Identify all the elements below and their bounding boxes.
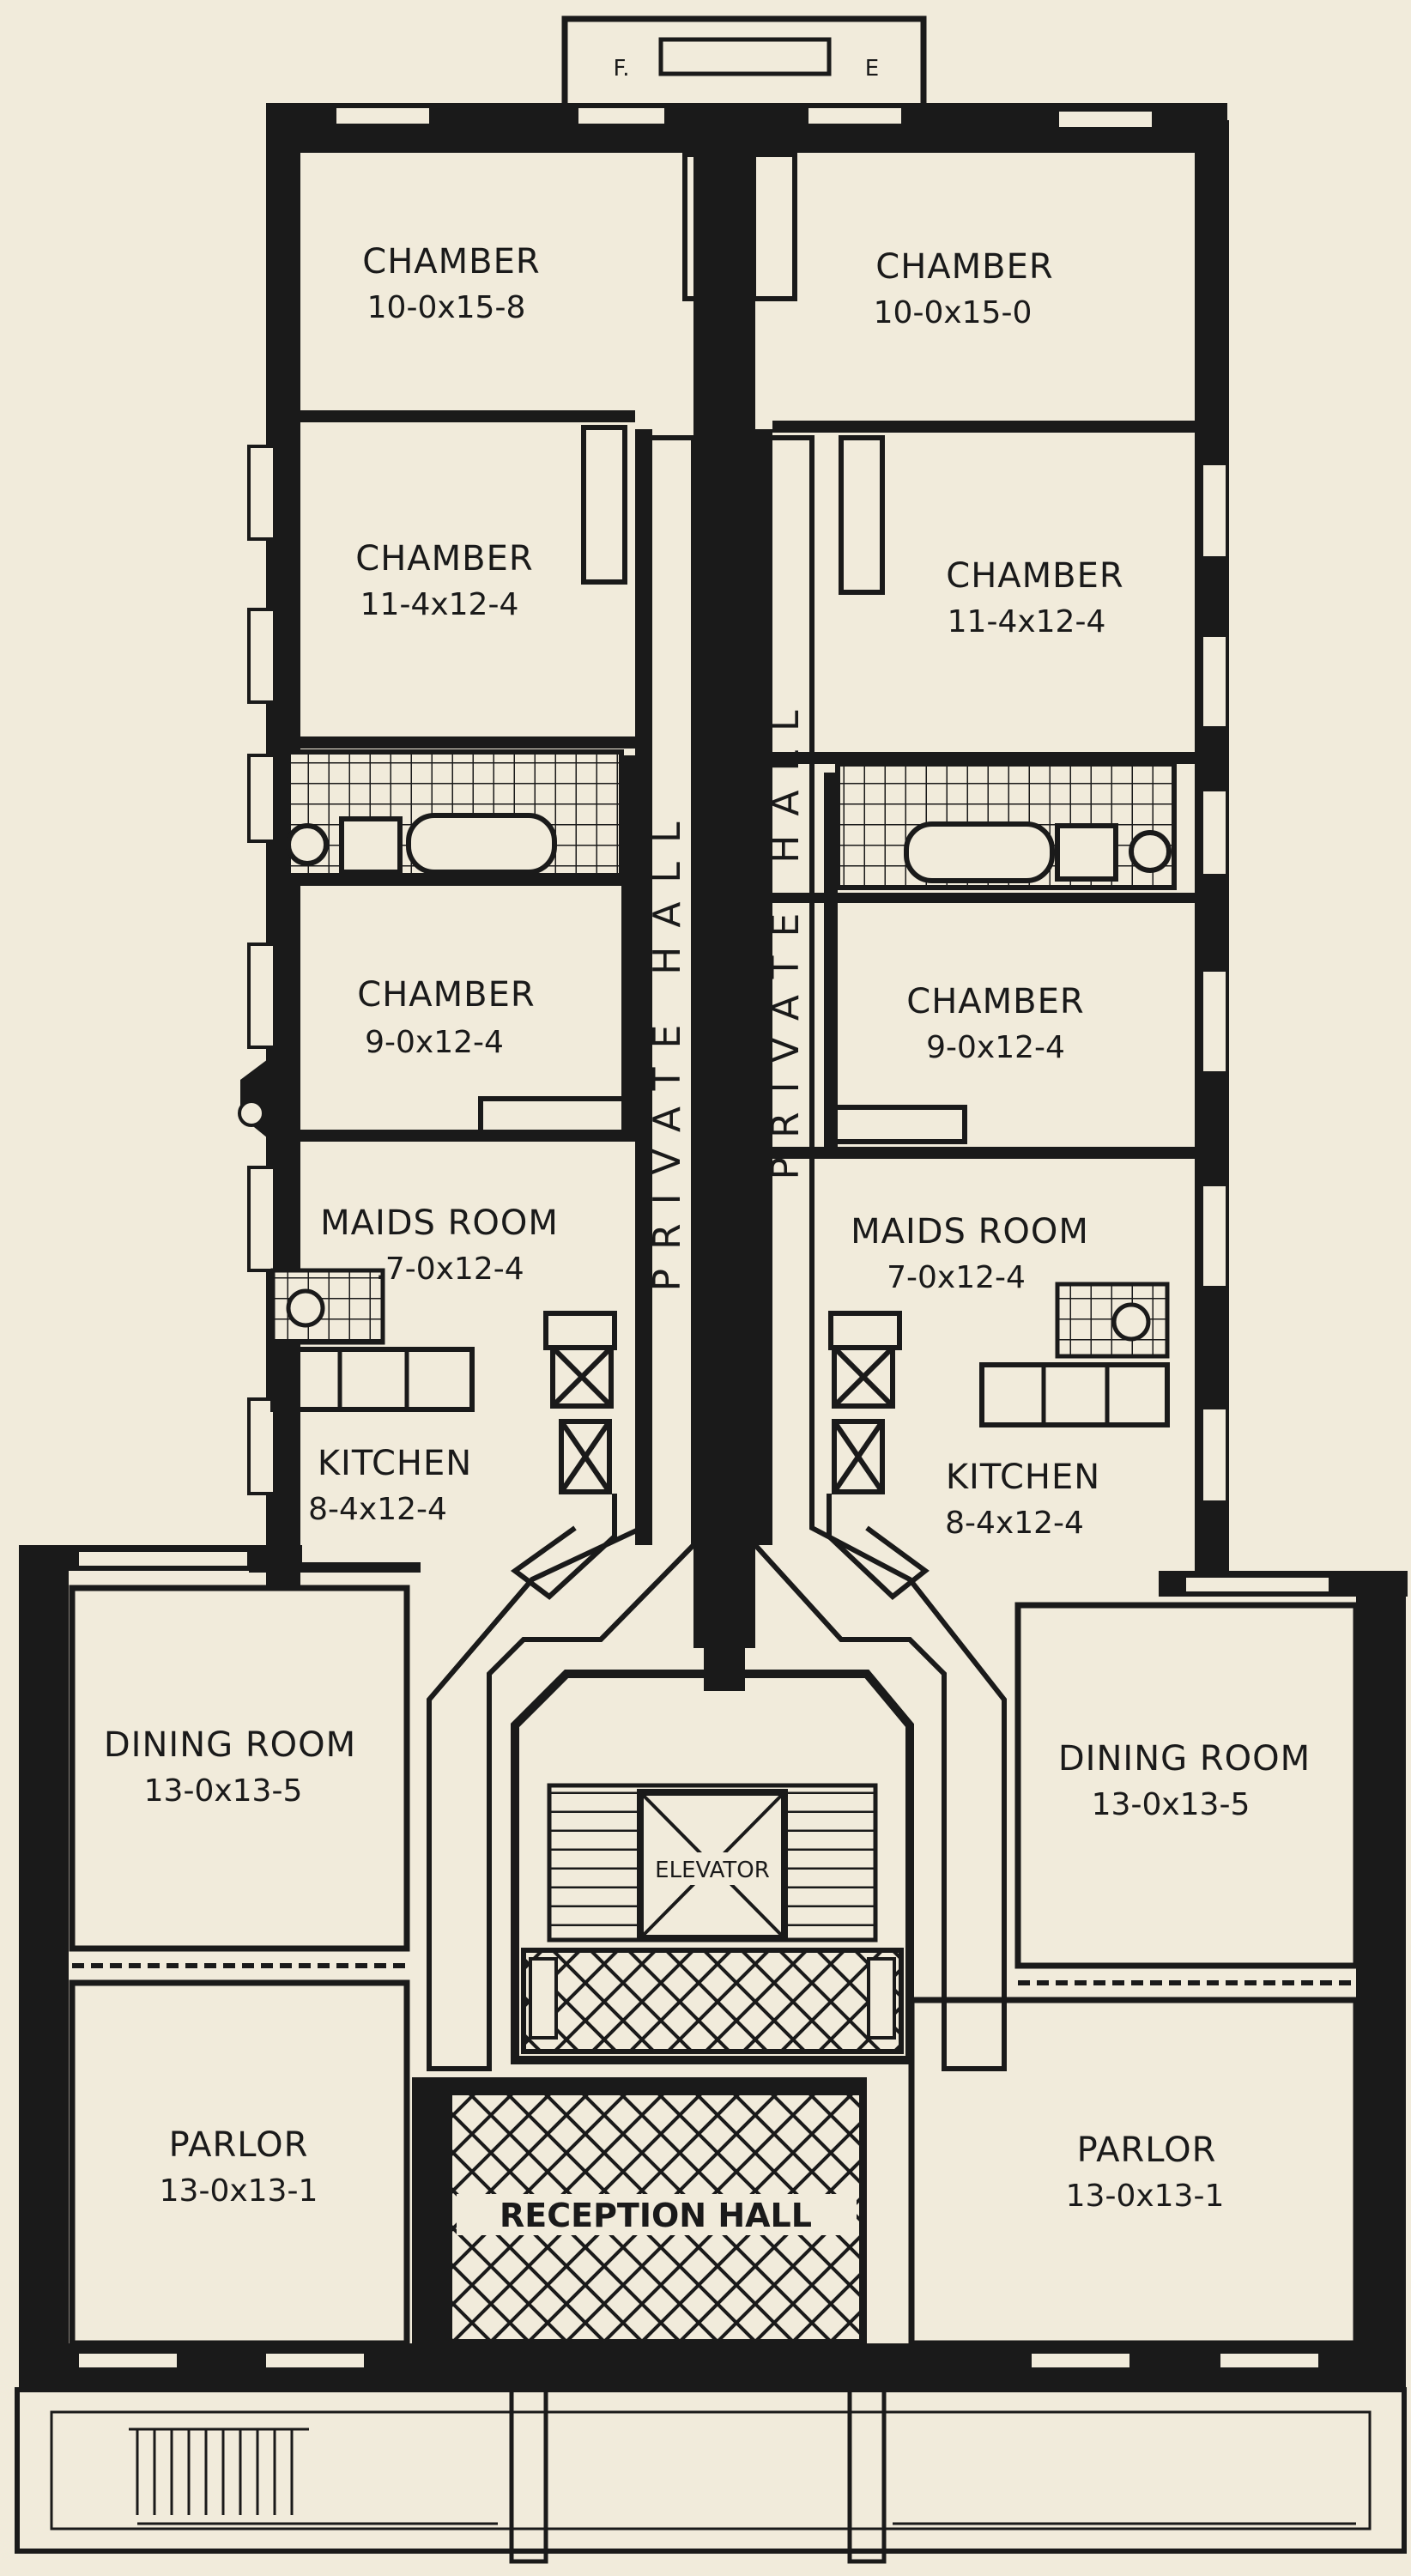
hall-labels: PRIVATE HALL PRIVATE HALL [645,692,808,1292]
room-dims-chamber-3-right: 9-0x12-4 [926,1030,1065,1065]
reception-hall: RECEPTION HALL [412,2077,867,2352]
room-dims-parlor-left: 13-0x13-1 [160,2173,318,2209]
room-dims-maids-right: 7-0x12-4 [887,1260,1026,1295]
room-name-parlor-left: PARLOR [169,2125,309,2165]
room-name-chamber-3-right: CHAMBER [906,982,1084,1021]
kitchen-ranges [510,1311,930,1600]
room-name-dining-right: DINING ROOM [1058,1739,1311,1779]
front-windows [76,1549,1332,2371]
elevator-shaft: ELEVATOR [637,1789,788,1942]
room-dims-kitchen-right: 8-4x12-4 [945,1506,1084,1541]
room-dims-chamber-2-left: 11-4x12-4 [360,587,519,622]
room-name-chamber-2-right: CHAMBER [946,556,1123,596]
room-name-kitchen-right: KITCHEN [946,1458,1100,1497]
room-name-parlor-right: PARLOR [1077,2131,1217,2170]
reception-label: RECEPTION HALL [500,2197,812,2234]
room-name-maids-right: MAIDS ROOM [851,1212,1089,1252]
private-hall-right [753,429,1007,2071]
front-porch [15,2387,1407,2564]
room-dims-dining-right: 13-0x13-5 [1092,1787,1251,1822]
maids-bath-left [270,1268,475,1412]
lower-rooms [69,1585,1360,2347]
room-dims-chamber-top-left: 10-0x15-8 [367,290,526,325]
room-dims-chamber-2-right: 11-4x12-4 [948,604,1106,639]
closets [478,152,967,1144]
maids-bath-right [979,1282,1170,1427]
room-name-chamber-top-left: CHAMBER [362,242,540,282]
room-name-dining-left: DINING ROOM [104,1725,356,1765]
room-labels: CHAMBER 10-0x15-8 CHAMBER 10-0x15-0 CHAM… [104,242,1311,2214]
private-hall-left [427,429,696,2071]
room-dims-chamber-3-left: 9-0x12-4 [365,1025,504,1060]
bathroom-left [286,749,624,878]
toilet-icon [1129,830,1172,873]
right-partitions [772,421,1195,1159]
fireplace-label-left: F. [613,56,629,82]
fireplace-label-right: E [865,56,879,82]
room-name-chamber-2-left: CHAMBER [355,539,533,579]
bathroom-right [835,761,1177,890]
room-name-maids-left: MAIDS ROOM [320,1203,559,1243]
toilet-icon [286,823,329,866]
room-name-chamber-3-left: CHAMBER [357,975,535,1015]
core: ELEVATOR [511,1670,914,2064]
room-dims-maids-left: .7-0x12-4 [375,1252,524,1287]
room-dims-chamber-top-right: 10-0x15-0 [874,295,1033,330]
lower-block-walls [19,1545,1408,2390]
central-spine [693,137,755,1691]
room-name-kitchen-left: KITCHEN [318,1444,472,1483]
chimney [238,1059,297,1138]
room-dims-kitchen-left: 8-4x12-4 [308,1492,447,1527]
porch-steps [129,2428,309,2515]
elevator-label: ELEVATOR [655,1858,770,1883]
room-dims-parlor-right: 13-0x13-1 [1066,2179,1225,2214]
room-name-chamber-top-right: CHAMBER [875,247,1053,287]
upper-wing-windows [247,105,1229,1504]
room-dims-dining-left: 13-0x13-5 [144,1773,303,1809]
hall-label-right: PRIVATE HALL [764,692,808,1180]
hall-label-left: PRIVATE HALL [645,803,689,1292]
